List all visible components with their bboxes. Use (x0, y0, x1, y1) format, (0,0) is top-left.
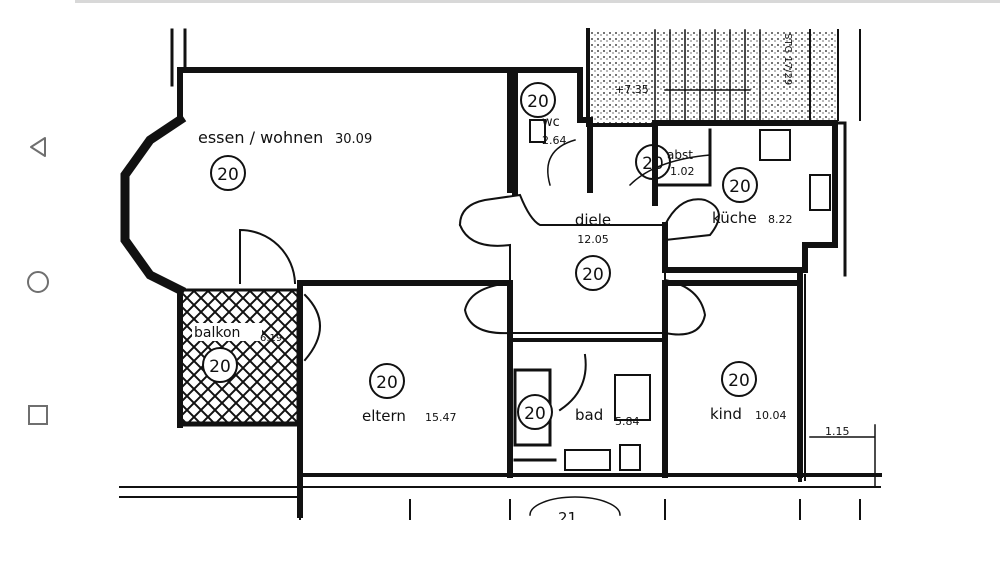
recents-button[interactable] (18, 395, 58, 435)
top-divider (75, 0, 1000, 3)
room-area: 12.05 (577, 233, 609, 246)
circle-mark-icon (202, 347, 238, 383)
room-name: eltern (362, 407, 406, 425)
room-diele: diele 12.05 20 (575, 211, 611, 291)
room-balkon: balkon 6.19 20 (192, 323, 282, 383)
walls (119, 28, 882, 520)
home-button[interactable] (18, 262, 58, 302)
stair-note: STG 17/29 (782, 33, 793, 85)
room-name: diele (575, 211, 611, 229)
room-area: 15.47 (425, 411, 457, 424)
android-nav-bar (0, 0, 75, 562)
room-abst: 20 abst 1.02 (635, 144, 695, 180)
room-mark: 20 (209, 357, 231, 377)
circle-mark-icon (575, 255, 611, 291)
room-area: 30.09 (335, 132, 372, 147)
room-mark: 20 (728, 371, 750, 391)
dimension-label: 1.15 (825, 425, 850, 438)
square-recents-icon (28, 405, 48, 425)
back-button[interactable] (18, 127, 58, 167)
triangle-back-icon (30, 137, 46, 157)
room-name: kind (710, 405, 742, 423)
room-area: 10.04 (755, 409, 787, 422)
room-wc: 20 wc 2.64 (520, 82, 567, 147)
room-name: bad (575, 406, 603, 424)
room-mark: 20 (217, 165, 239, 185)
room-name: essen / wohnen (198, 128, 323, 147)
room-name: abst (667, 148, 693, 162)
circle-mark-icon (517, 394, 553, 430)
room-area: 5.84 (615, 415, 640, 428)
room-mark: 20 (642, 154, 664, 174)
circle-mark-icon (722, 167, 758, 203)
room-kueche: 20 küche 8.22 (712, 167, 793, 227)
stair-level: +7.35 (615, 83, 649, 96)
room-area: 1.02 (670, 165, 695, 178)
room-area: 2.64 (542, 134, 567, 147)
room-name: balkon (194, 325, 240, 341)
room-name: küche (712, 209, 757, 227)
room-area: 8.22 (768, 213, 793, 226)
room-mark: 20 (376, 373, 398, 393)
room-eltern: 20 eltern 15.47 (362, 363, 457, 425)
room-kind: 20 kind 10.04 (710, 361, 787, 423)
room-bad: 20 bad 5.84 (517, 394, 640, 430)
room-name: wc (542, 115, 560, 130)
room-mark: 20 (582, 265, 604, 285)
room-mark: 20 (729, 177, 751, 197)
circle-home-icon (27, 271, 49, 293)
circle-mark-icon (721, 361, 757, 397)
room-essen: essen / wohnen 30.09 20 (198, 128, 372, 191)
circle-mark-icon (635, 144, 671, 180)
floor-plan: essen / wohnen 30.09 20 20 wc 2.64 20 ab… (119, 28, 882, 520)
circle-mark-icon (369, 363, 405, 399)
room-mark: 20 (527, 92, 549, 112)
room-area: 6.19 (260, 333, 282, 344)
circle-mark-icon (210, 155, 246, 191)
lower-room-mark: 21 (558, 509, 577, 520)
room-mark: 20 (524, 404, 546, 424)
circle-mark-icon (520, 82, 556, 118)
